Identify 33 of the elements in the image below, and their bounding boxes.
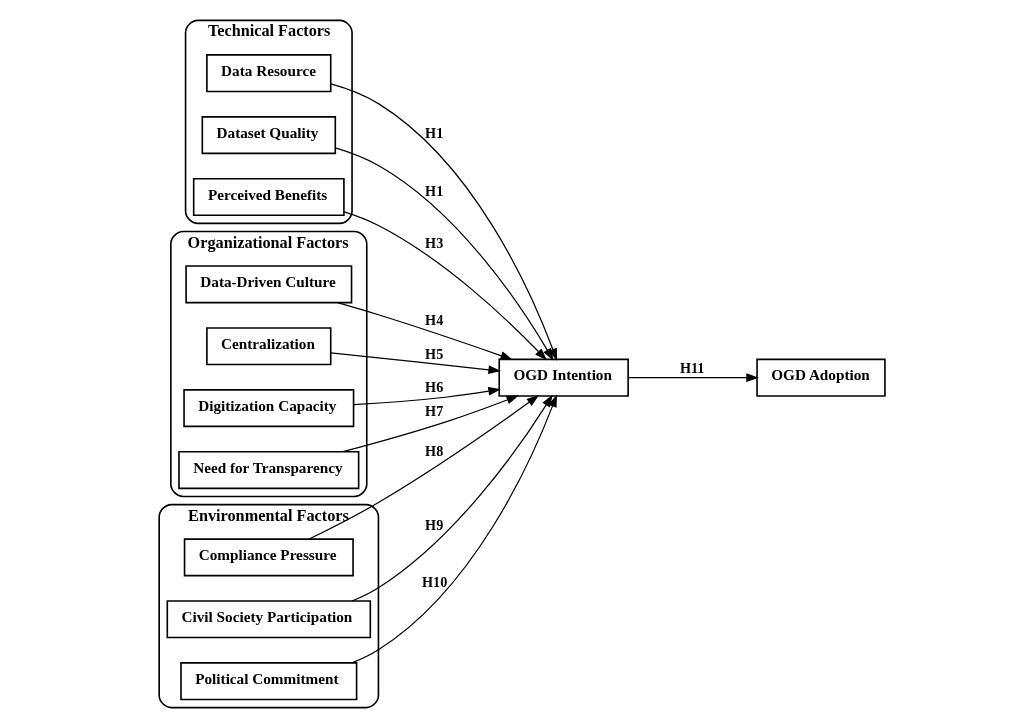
node-box: OGD Adoption — [755, 358, 886, 397]
arrow — [334, 147, 554, 361]
arrow — [351, 394, 553, 602]
edge-label: H6 — [424, 379, 443, 396]
node-box: Civil Society Participation — [166, 600, 371, 639]
edge-label: H1 — [424, 183, 443, 200]
edge-label: H7 — [424, 403, 443, 420]
node-box: Centralization — [205, 327, 332, 366]
arrow — [627, 373, 759, 383]
arrow — [329, 352, 501, 375]
node-box: Data-Driven Culture — [184, 265, 352, 304]
node-box: Perceived Benefits — [192, 177, 345, 217]
arrow — [350, 394, 557, 664]
node-box: Political Commitment — [179, 662, 357, 701]
edge-label: H5 — [424, 345, 443, 362]
node-box: Need for Transparency — [177, 451, 359, 490]
node-box: Digitization Capacity — [182, 389, 354, 428]
node-box: Compliance Pressure — [183, 538, 354, 577]
edge-label: H11 — [679, 359, 704, 376]
edge-label: H9 — [424, 517, 443, 534]
edge-label: H10 — [421, 574, 447, 591]
node-box: Dataset Quality — [201, 116, 336, 155]
node-box: OGD Intention — [497, 358, 629, 397]
arrow — [341, 395, 519, 453]
node-box: Data Resource — [205, 54, 332, 93]
arrow — [343, 211, 547, 361]
arrow — [352, 386, 501, 406]
edge-label: H1 — [424, 125, 443, 142]
edge-label: H4 — [424, 312, 443, 329]
arrow — [336, 302, 513, 360]
arrow — [308, 395, 539, 540]
edge-label: H8 — [424, 443, 443, 460]
edge-label: H3 — [424, 234, 443, 251]
